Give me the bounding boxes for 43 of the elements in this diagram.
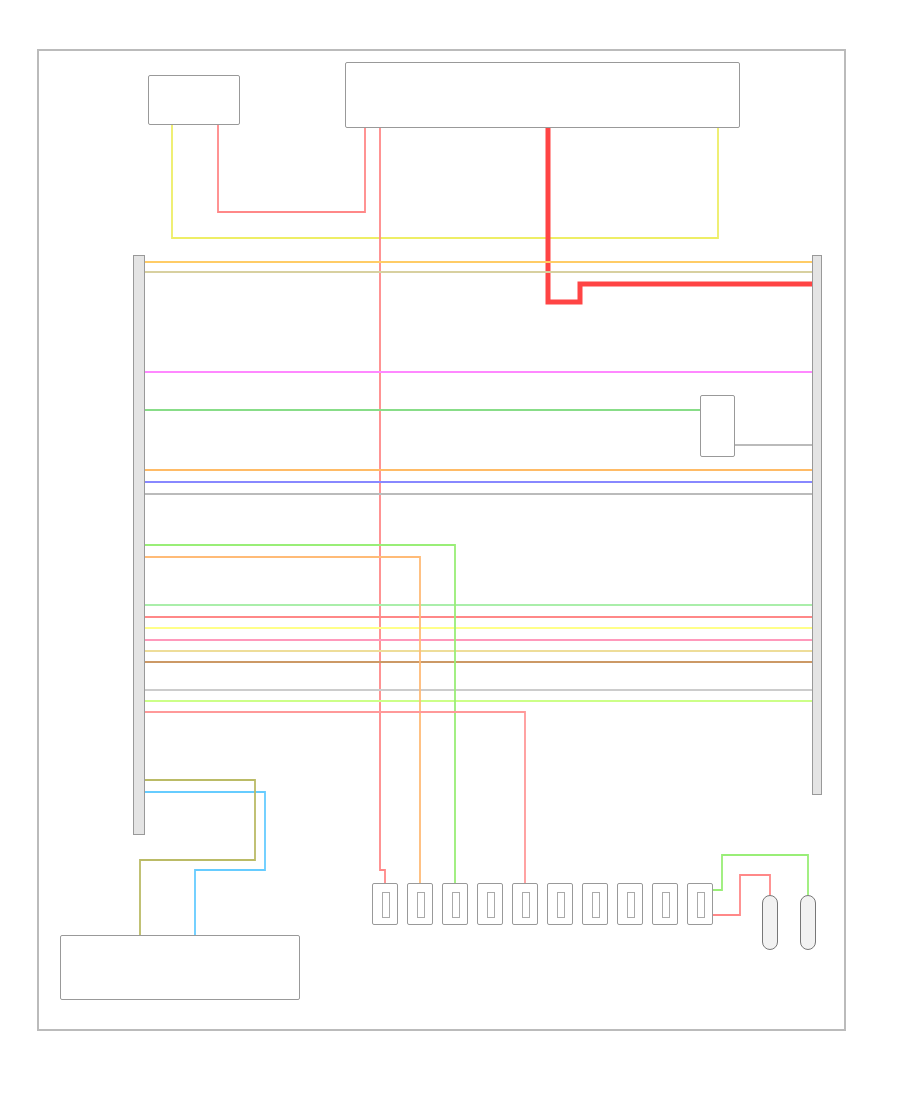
wire xyxy=(144,616,813,618)
injector-symbol xyxy=(372,883,398,925)
injector-symbol xyxy=(652,883,678,925)
injector-symbol xyxy=(687,883,713,925)
wire xyxy=(171,124,719,239)
wire xyxy=(144,661,813,663)
wire xyxy=(712,854,809,896)
wire xyxy=(545,128,812,305)
injector-symbol xyxy=(617,883,643,925)
sensor-drawing xyxy=(60,935,300,1000)
wire xyxy=(144,481,813,483)
sensor-symbol xyxy=(800,895,816,950)
wire xyxy=(139,779,256,936)
injector-symbol xyxy=(407,883,433,925)
wire xyxy=(144,650,813,652)
wire xyxy=(144,493,813,495)
power-distribution-box xyxy=(345,62,740,128)
wire xyxy=(144,627,813,629)
injector-symbol xyxy=(442,883,468,925)
injector-symbol xyxy=(512,883,538,925)
wire xyxy=(144,791,266,936)
connector-bar xyxy=(812,255,822,795)
wire xyxy=(144,469,813,471)
connector-bar xyxy=(133,255,145,835)
sensor-symbol xyxy=(762,895,778,950)
wire xyxy=(144,711,526,884)
wire xyxy=(144,409,701,411)
wire xyxy=(712,874,771,916)
injector-symbol xyxy=(547,883,573,925)
wire xyxy=(144,700,813,702)
wire xyxy=(144,604,813,606)
wire xyxy=(144,261,813,263)
injector-symbol xyxy=(477,883,503,925)
wire xyxy=(379,127,386,884)
wire xyxy=(217,124,366,213)
wire xyxy=(144,371,813,373)
wire xyxy=(144,689,813,691)
wire xyxy=(144,639,813,641)
injector-symbol xyxy=(582,883,608,925)
switch-symbol xyxy=(700,395,735,457)
fuse-block xyxy=(148,75,240,125)
wire xyxy=(734,444,813,446)
wire xyxy=(144,271,813,273)
